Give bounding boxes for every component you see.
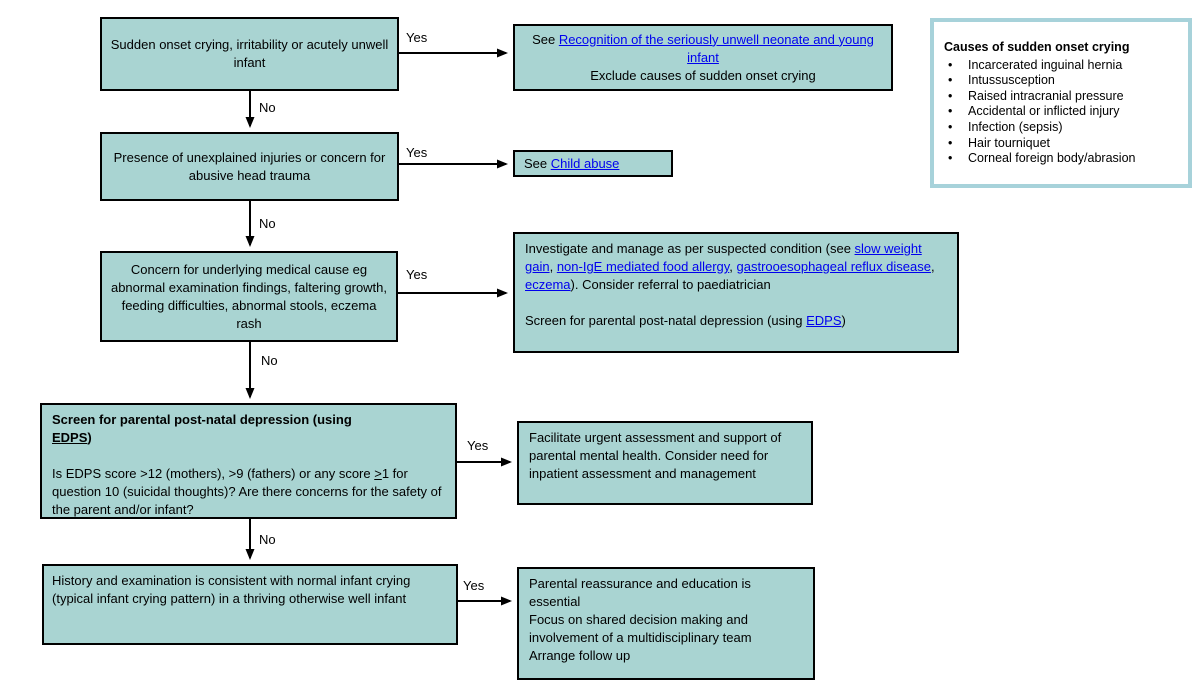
node-screen-postnatal-depression: Screen for parental post-natal depressio… <box>40 403 457 519</box>
yes-label: Yes <box>406 30 428 45</box>
yes-label: Yes <box>406 267 428 282</box>
text-segment: , <box>930 259 935 274</box>
node-text: History and examination is consistent wi… <box>52 573 411 606</box>
text-segment: , <box>729 259 737 274</box>
child-abuse-link[interactable]: Child abuse <box>550 155 620 171</box>
yes-label: Yes <box>467 438 489 453</box>
node-sudden-onset-crying: Sudden onset crying, irritability or acu… <box>100 17 399 91</box>
text-segment: ) <box>841 313 846 328</box>
no-label: No <box>259 100 276 115</box>
cause-text: Intussusception <box>968 73 1055 88</box>
text-segment: , <box>549 259 557 274</box>
slow-weight-gain-link[interactable]: slow weight gain <box>525 241 922 274</box>
node-text: See Child abuse <box>524 155 619 173</box>
yes-label: Yes <box>406 145 428 160</box>
bullet-icon: • <box>948 135 953 150</box>
eczema-link[interactable]: eczema <box>525 277 571 292</box>
bullet-icon: • <box>948 88 953 103</box>
text-segment: ) <box>87 430 92 445</box>
text-segment: Screen for parental post-natal depressio… <box>52 412 352 427</box>
no-label: No <box>259 532 276 547</box>
text-segment: Investigate and manage as per suspected … <box>525 241 855 256</box>
bullet-icon: • <box>948 119 953 134</box>
edps-link[interactable]: EDPS <box>806 313 842 328</box>
cause-text: Corneal foreign body/abrasion <box>968 151 1136 166</box>
reassurance-line: Focus on shared decision making and invo… <box>529 612 752 645</box>
see-text: See <box>524 155 551 171</box>
node-underlying-medical-cause: Concern for underlying medical cause eg … <box>100 251 398 342</box>
gord-link[interactable]: gastrooesophageal reflux disease <box>736 259 931 274</box>
node-see-child-abuse: See Child abuse <box>513 150 673 177</box>
text-segment: Screen for parental post-natal depressio… <box>525 313 807 328</box>
greater-equal-glyph: > <box>374 466 382 481</box>
screen-depression-paragraph: Screen for parental post-natal depressio… <box>525 312 947 330</box>
bullet-icon: • <box>948 151 953 166</box>
node-text: Concern for underlying medical cause eg … <box>110 261 388 331</box>
node-text: See Recognition of the seriously unwell … <box>523 31 883 67</box>
screen-question-text: Is EDPS score >12 (mothers), >9 (fathers… <box>52 465 445 519</box>
node-facilitate-urgent-assessment: Facilitate urgent assessment and support… <box>517 421 813 505</box>
edps-underlined-text: EDPS <box>52 430 88 445</box>
text-segment: 1 for question 10 (suicidal thoughts)? A… <box>52 466 442 517</box>
node-parental-reassurance: Parental reassurance and education is es… <box>517 567 815 680</box>
list-item: • Hair tourniquet <box>944 136 1180 152</box>
list-item: • Infection (sepsis) <box>944 120 1180 136</box>
causes-panel-title: Causes of sudden onset crying <box>944 40 1130 54</box>
node-text: Facilitate urgent assessment and support… <box>529 430 782 481</box>
list-item: • Intussusception <box>944 73 1180 89</box>
cause-text: Raised intracranial pressure <box>968 88 1124 103</box>
node-unexplained-injuries: Presence of unexplained injuries or conc… <box>100 132 399 201</box>
text-segment: ). Consider referral to paediatrician <box>570 277 771 292</box>
non-ige-food-allergy-link[interactable]: non-IgE mediated food allergy <box>556 259 730 274</box>
see-text: See <box>532 31 559 47</box>
exclude-causes-text: Exclude causes of sudden onset crying <box>590 67 816 83</box>
list-item: • Accidental or inflicted injury <box>944 104 1180 120</box>
bullet-icon: • <box>948 104 953 119</box>
list-item: • Raised intracranial pressure <box>944 89 1180 105</box>
cause-text: Accidental or inflicted injury <box>968 104 1120 119</box>
cause-text: Incarcerated inguinal hernia <box>968 57 1123 72</box>
investigate-paragraph: Investigate and manage as per suspected … <box>525 240 947 294</box>
cause-text: Infection (sepsis) <box>968 119 1063 134</box>
reassurance-line: Arrange follow up <box>529 648 631 663</box>
causes-of-sudden-onset-crying-panel: Causes of sudden onset crying • Incarcera… <box>930 18 1192 188</box>
recognition-seriously-unwell-neonate-link[interactable]: Recognition of the seriously unwell neon… <box>558 31 874 65</box>
cause-text: Hair tourniquet <box>968 135 1050 150</box>
text-segment: Is EDPS score >12 (mothers), >9 (fathers… <box>52 466 375 481</box>
no-label: No <box>261 353 278 368</box>
bullet-icon: • <box>948 73 953 88</box>
node-see-recognition-unwell-neonate: See Recognition of the seriously unwell … <box>513 24 893 91</box>
screen-heading: Screen for parental post-natal depressio… <box>52 411 445 447</box>
no-label: No <box>259 216 276 231</box>
node-text: Sudden onset crying, irritability or acu… <box>110 37 389 70</box>
node-text: Presence of unexplained injuries or conc… <box>113 149 386 183</box>
list-item: • Corneal foreign body/abrasion <box>944 151 1180 167</box>
node-investigate-and-manage: Investigate and manage as per suspected … <box>513 232 959 353</box>
list-item: • Incarcerated inguinal hernia <box>944 58 1180 74</box>
bullet-icon: • <box>948 57 953 72</box>
reassurance-line: Parental reassurance and education is es… <box>529 576 751 609</box>
yes-label: Yes <box>463 578 485 593</box>
node-normal-infant-crying: History and examination is consistent wi… <box>42 564 458 645</box>
